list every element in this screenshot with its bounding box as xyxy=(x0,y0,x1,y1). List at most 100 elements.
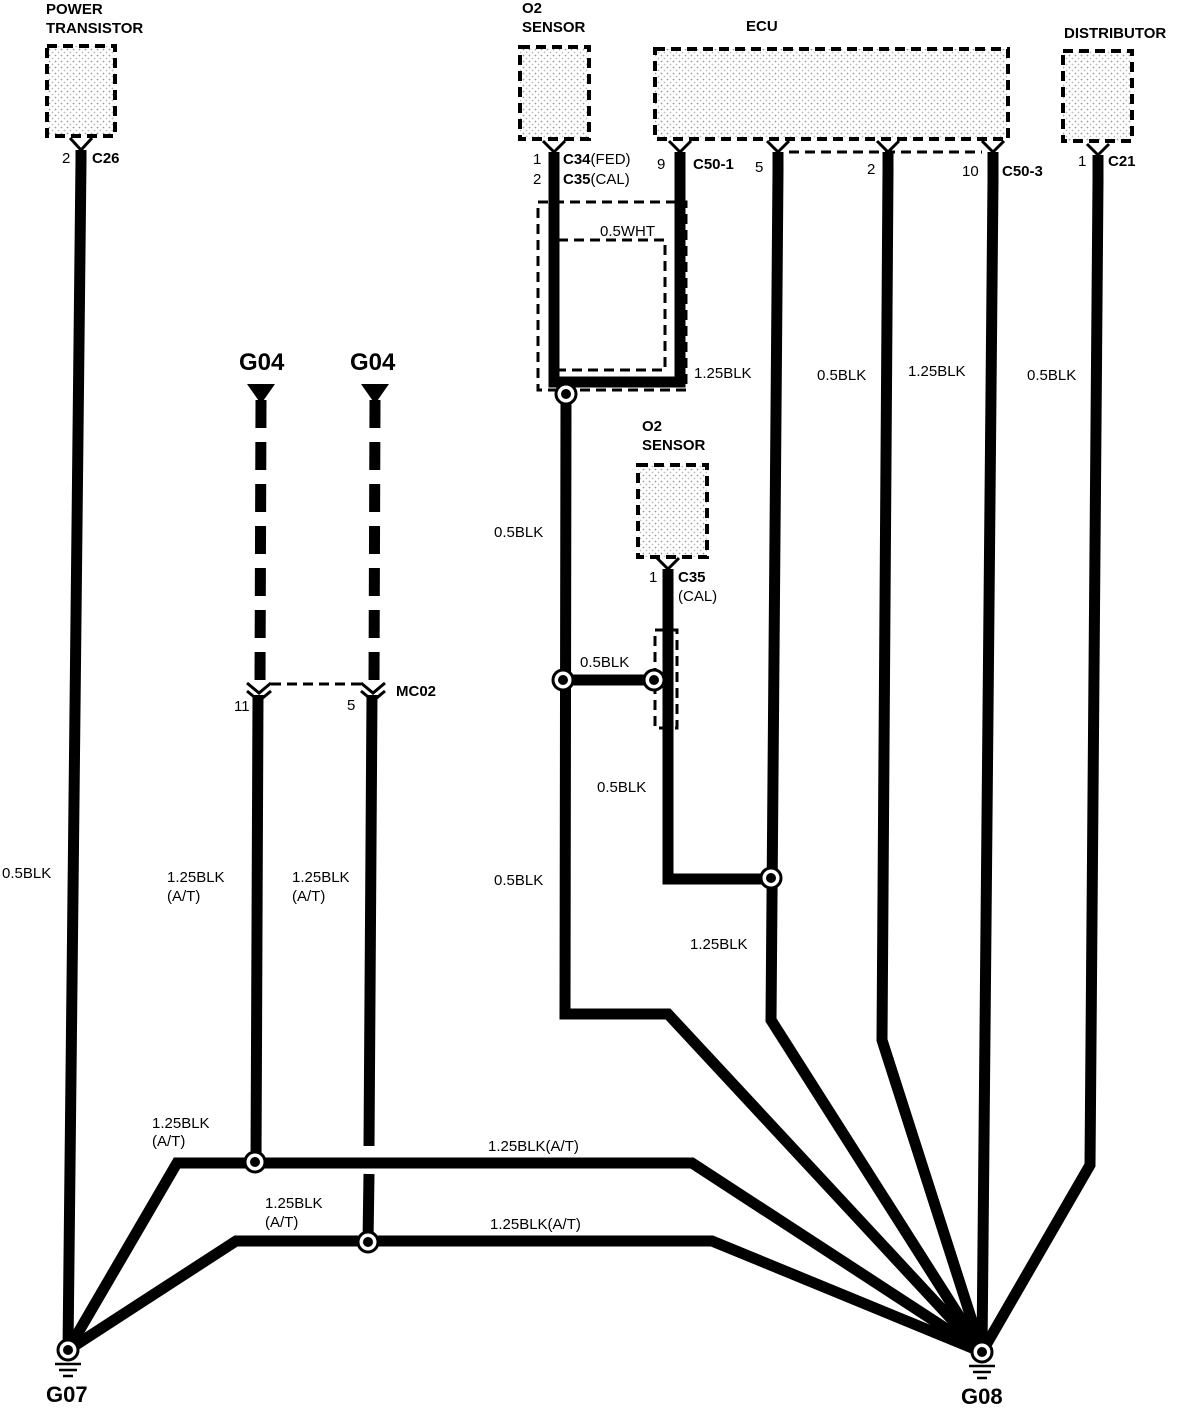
mc02-right-chevron-icon xyxy=(360,681,386,703)
wire-ecu-5 xyxy=(765,152,987,1355)
wire-mc02-right xyxy=(363,694,378,1147)
o2-top-shield-outline xyxy=(536,200,688,392)
wire-ecu-2 xyxy=(876,152,988,1354)
distributor-title: DISTRIBUTOR xyxy=(1064,25,1166,42)
o2-sensor-mid-box xyxy=(636,463,709,559)
power-transistor-connector: C26 xyxy=(92,150,120,167)
wires xyxy=(62,150,1104,1358)
mc02-left-chevron-icon xyxy=(246,681,272,703)
ecu-pin2-chevron xyxy=(875,139,901,155)
o2-sensor-top-pin-chevron xyxy=(541,139,567,155)
wire-label-mc02-right-2: (A/T) xyxy=(292,888,325,905)
power-transistor-pin-chevron xyxy=(68,136,94,153)
g04-right-label: G04 xyxy=(350,349,396,376)
ecu-box xyxy=(653,47,1010,141)
o2-sensor-top-connector-1: C34(FED) xyxy=(563,151,631,168)
mc02-pin-left: 11 xyxy=(234,698,250,715)
wire-label-bus-lower-left-2: (A/T) xyxy=(265,1214,298,1231)
wire-bus-lower xyxy=(65,1235,985,1358)
wire-label-ecu2: 1.25BLK xyxy=(908,363,966,380)
wire-o2-top-to-ground xyxy=(559,393,987,1356)
distributor-component: DISTRIBUTOR 1 C21 xyxy=(1061,25,1166,170)
o2-sensor-mid-component: O2 SENSOR 1 C35 (CAL) xyxy=(636,418,717,605)
ecu-pin-9: 9 xyxy=(657,156,665,173)
wire-label-mc02-left-1: 1.25BLK xyxy=(167,869,225,886)
o2-sensor-mid-connector-suffix: (CAL) xyxy=(678,588,717,605)
g04-right-triangle-icon xyxy=(361,384,389,404)
o2-sensor-top-connector-2: C35(CAL) xyxy=(563,171,630,188)
wire-label-bus-upper-right: 1.25BLK(A/T) xyxy=(488,1138,579,1155)
splice-bus-lower xyxy=(356,1230,380,1254)
mc02-pin-right: 5 xyxy=(347,697,355,714)
wire-label-o2-upper: 0.5BLK xyxy=(494,524,543,541)
wire-label-bus-lower-left-1: 1.25BLK xyxy=(265,1195,323,1212)
wire-o2-sensor-mid xyxy=(662,569,771,885)
wire-label-o2-lower: 0.5BLK xyxy=(494,872,543,889)
wire-label-ecu5-lower: 1.25BLK xyxy=(690,936,748,953)
o2-sensor-mid-pin-chevron xyxy=(655,556,681,572)
power-transistor-component: POWER TRANSISTOR 2 C26 xyxy=(45,1,143,167)
g04-left-label: G04 xyxy=(239,349,285,376)
ecu-connector-c50-3: C50-3 xyxy=(1002,163,1043,180)
wire-label-ecu9: 1.25BLK xyxy=(694,365,752,382)
wire-label-distributor: 0.5BLK xyxy=(1027,367,1076,384)
distributor-pin: 1 xyxy=(1078,153,1086,170)
mc02-connector: MC02 xyxy=(396,683,436,700)
splice-ecu5 xyxy=(759,866,783,890)
power-transistor-box xyxy=(45,44,117,138)
ecu-connector-c50-1: C50-1 xyxy=(693,156,734,173)
wire-label-o2-mid-down: 0.5BLK xyxy=(597,779,646,796)
ecu-pin5-chevron xyxy=(765,139,791,155)
wire-label-ecu5: 0.5BLK xyxy=(817,367,866,384)
wire-labels: 0.5WHT 1.25BLK 0.5BLK 1.25BLK 0.5BLK 0.5… xyxy=(2,223,1076,1233)
splice-o2-top xyxy=(554,382,578,406)
o2-sensor-top-pin2: 2 xyxy=(533,171,541,188)
splice-o2-bridge-left xyxy=(551,668,575,692)
ecu-pin10-chevron xyxy=(980,139,1006,155)
o2-sensor-top-component: O2 SENSOR 1 2 C34(FED) C35(CAL) xyxy=(518,0,631,188)
o2-top-shield-inner xyxy=(556,238,667,372)
g04-left-triangle-icon xyxy=(247,384,275,404)
distributor-box xyxy=(1061,49,1134,143)
wire-bus-upper xyxy=(63,1157,986,1357)
ground-g08-label: G08 xyxy=(961,1384,1003,1408)
wire-mc02-left xyxy=(250,694,264,1163)
o2-sensor-top-box xyxy=(518,45,591,141)
wire-distributor xyxy=(977,155,1104,1355)
wire-label-power-transistor: 0.5BLK xyxy=(2,865,51,882)
g04-right-dashed-wire xyxy=(368,399,381,684)
power-transistor-title-line2: TRANSISTOR xyxy=(46,20,143,37)
splice-bus-upper xyxy=(243,1150,267,1174)
o2-sensor-mid-title-line2: SENSOR xyxy=(642,437,706,454)
o2-sensor-top-title-line1: O2 xyxy=(522,0,542,17)
distributor-connector: C21 xyxy=(1108,153,1136,170)
wire-label-mc02-left-2: (A/T) xyxy=(167,888,200,905)
o2-sensor-mid-title-line1: O2 xyxy=(642,418,662,435)
power-transistor-title-line1: POWER xyxy=(46,1,103,18)
g04-left-dashed-wire xyxy=(254,399,267,684)
o2-sensor-mid-pin: 1 xyxy=(649,569,657,586)
ecu-component: ECU 9 C50-1 5 2 10 C50-3 xyxy=(653,18,1043,180)
splices xyxy=(243,382,783,1254)
o2-sensor-top-title-line2: SENSOR xyxy=(522,19,586,36)
splice-o2-bridge-right xyxy=(642,668,666,692)
power-transistor-pin: 2 xyxy=(62,150,70,167)
ground-g07-label: G07 xyxy=(46,1382,88,1407)
wire-label-bus-upper-left-2: (A/T) xyxy=(152,1133,185,1150)
distributor-pin-chevron xyxy=(1085,142,1111,158)
wire-label-bus-lower-right: 1.25BLK(A/T) xyxy=(490,1216,581,1233)
o2-sensor-top-pin1: 1 xyxy=(533,151,541,168)
wire-label-bus-upper-left-1: 1.25BLK xyxy=(152,1115,210,1132)
ground-g08: G08 xyxy=(961,1340,1003,1408)
g04-connections: G04 G04 11 5 MC02 xyxy=(234,349,436,715)
ground-g07: G07 xyxy=(46,1338,88,1407)
ecu-pin-2: 2 xyxy=(867,161,875,178)
ecu-pin9-chevron xyxy=(667,139,693,155)
wire-label-white: 0.5WHT xyxy=(600,223,655,240)
ecu-pin-10: 10 xyxy=(962,163,979,180)
wire-label-o2-bridge: 0.5BLK xyxy=(580,654,629,671)
wire-power-transistor xyxy=(62,150,87,1351)
wire-label-mc02-right-1: 1.25BLK xyxy=(292,869,350,886)
ground-g08-icon xyxy=(969,1364,995,1380)
